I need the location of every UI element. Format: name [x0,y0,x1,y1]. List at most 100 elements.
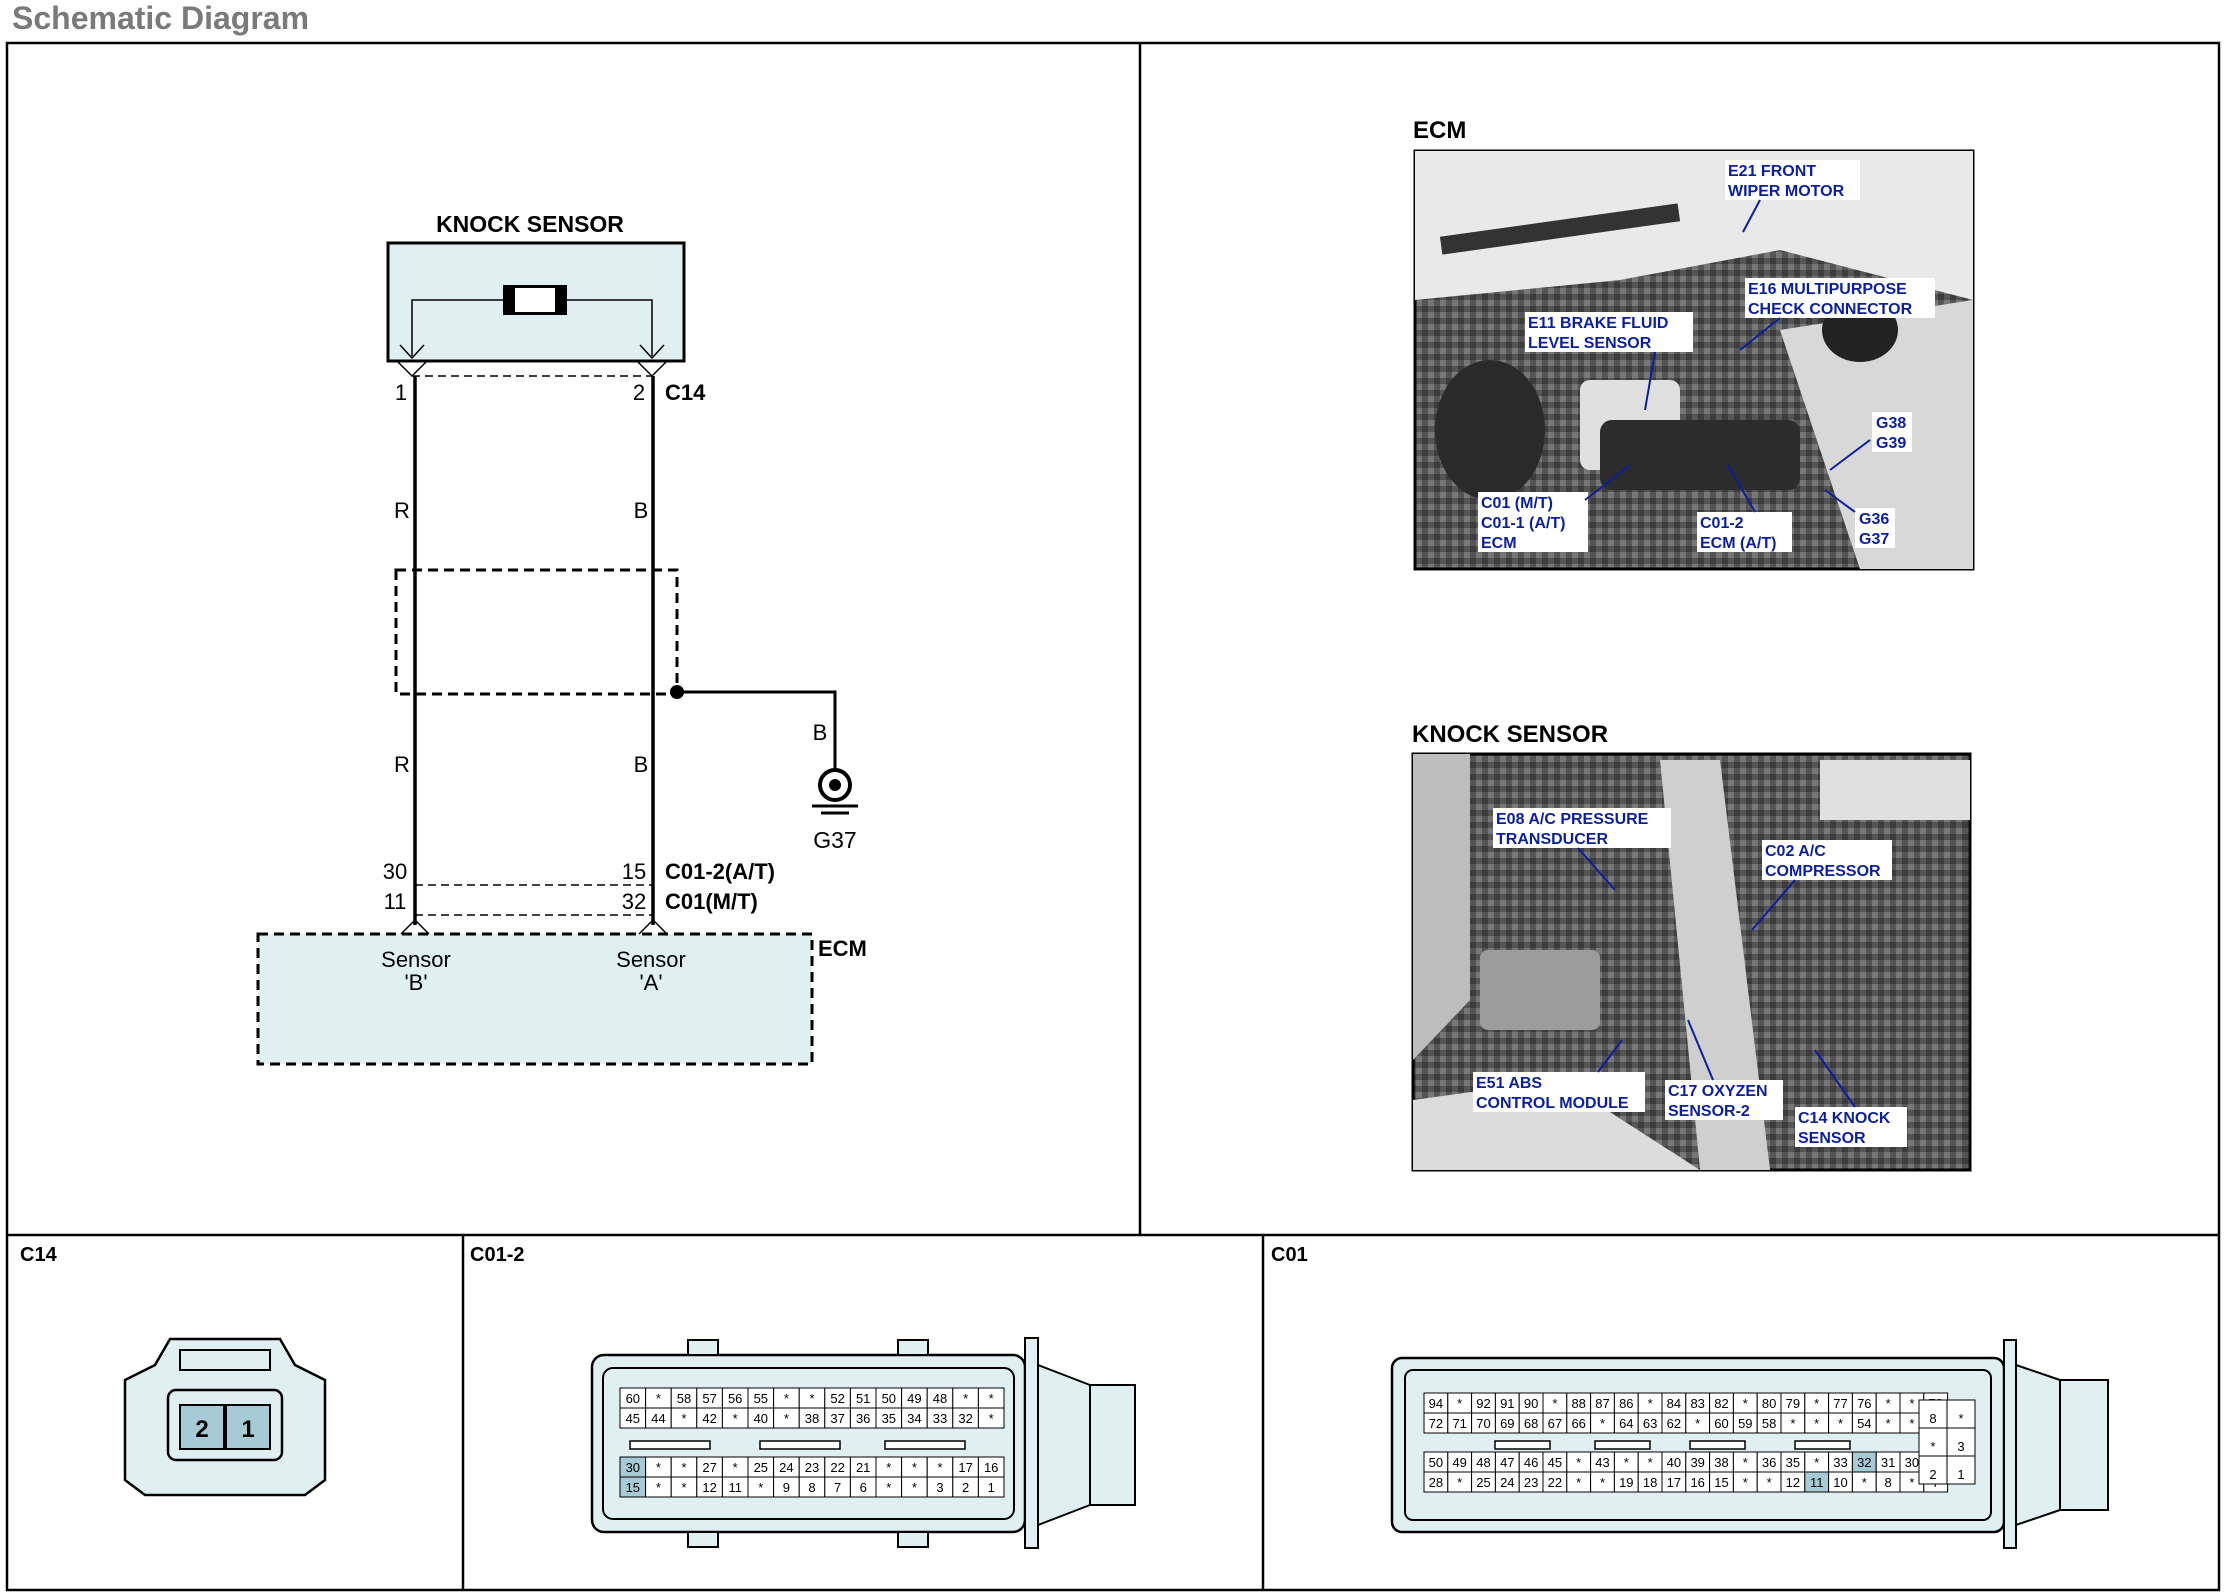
pin-number: 2 [1929,1467,1936,1482]
pin-number: * [989,1411,994,1426]
pin-number: * [681,1411,686,1426]
c14-connector-label: C14 [665,380,706,405]
pin-number: * [1648,1396,1653,1411]
pin-15-label: 15 [622,859,646,884]
ground-label: G37 [813,827,856,853]
c01-pin-grid: 94*929190*888786*848382*8079*7776**73727… [1423,1392,1949,1493]
callout-g39: G39 [1876,435,1906,452]
pin-number: 7 [834,1480,841,1495]
pin-number: 24 [1500,1475,1514,1490]
pin-number: * [1457,1396,1462,1411]
pin-number: 79 [1786,1396,1800,1411]
pin-number: 3 [936,1480,943,1495]
pin-number: * [1909,1475,1914,1490]
pin-number: * [681,1460,686,1475]
pin-number: 67 [1548,1416,1562,1431]
callout-c02-line1: C02 A/C [1765,843,1826,860]
knock-callouts: E08 A/C PRESSURE TRANSDUCER C02 A/C COMP… [1473,808,1907,1147]
pin-number: * [1576,1455,1581,1470]
callout-c01-line2: C01-1 (A/T) [1481,515,1565,532]
pin-number: 82 [1714,1396,1728,1411]
pin-number: 60 [1714,1416,1728,1431]
pin-number: 15 [1714,1475,1728,1490]
c01-2-at-label: C01-2(A/T) [665,859,775,884]
callout-e08-line1: E08 A/C PRESSURE [1496,811,1649,828]
ground-symbol-ring [818,768,852,802]
pin-number: * [1814,1416,1819,1431]
pin-cell [977,1407,1005,1429]
page-title: Schematic Diagram [12,0,310,36]
pin-number: * [733,1460,738,1475]
pin-number: * [681,1480,686,1495]
pin-number: * [1648,1455,1653,1470]
pin-number: 69 [1500,1416,1514,1431]
c14-pin-2-label: 2 [195,1416,208,1443]
pin-number: 17 [958,1460,972,1475]
pin-number: * [809,1391,814,1406]
pin-number: 94 [1429,1396,1443,1411]
pin-1-label: 1 [395,380,407,405]
pin-number: * [1886,1396,1891,1411]
pin-number: 52 [830,1391,844,1406]
pin-number: 62 [1667,1416,1681,1431]
pin-number: * [1862,1475,1867,1490]
wire-color-r-upper: R [394,498,410,523]
pin-number: * [1600,1416,1605,1431]
pin-number: 56 [728,1391,742,1406]
pin-number: * [1600,1475,1605,1490]
pin-number: 68 [1524,1416,1538,1431]
pin-number: 15 [626,1480,640,1495]
c012-panel-label: C01-2 [470,1244,524,1266]
pin-number: * [1457,1475,1462,1490]
callout-c012-line2: ECM (A/T) [1700,535,1776,552]
pin-number: 40 [754,1411,768,1426]
pin-number: 92 [1476,1396,1490,1411]
callout-e21-line1: E21 FRONT [1728,163,1816,180]
pin-number: 11 [1810,1475,1824,1490]
pin-number: 23 [805,1460,819,1475]
pin-number: * [886,1460,891,1475]
pin-number: 40 [1667,1455,1681,1470]
pin-number: 35 [1786,1455,1800,1470]
pin-number: 44 [651,1411,665,1426]
pin-number: * [656,1460,661,1475]
pin-number: 57 [702,1391,716,1406]
pin-number: * [1695,1416,1700,1431]
pin-number: 8 [1929,1411,1936,1426]
pin-number: 45 [1548,1455,1562,1470]
callout-c14-line2: SENSOR [1798,1130,1866,1147]
callout-g38: G38 [1876,415,1906,432]
knock-sensor-location-photo: KNOCK SENSOR E08 A/C PRESSURE TRANSDUCER… [1411,721,1972,1172]
callout-e11-line2: LEVEL SENSOR [1528,335,1652,352]
pin-number: 10 [1833,1475,1847,1490]
pin-number: 27 [702,1460,716,1475]
pin-number: 2 [962,1480,969,1495]
pin-number: 45 [626,1411,640,1426]
pin-number: 22 [830,1460,844,1475]
pin-number: 22 [1548,1475,1562,1490]
pin-number: * [1790,1416,1795,1431]
pin-number: 70 [1476,1416,1490,1431]
pin-number: 36 [856,1411,870,1426]
callout-c012-line1: C01-2 [1700,515,1744,532]
pin-number: * [1552,1396,1557,1411]
pin-number: 1 [988,1480,995,1495]
sensor-a-label-2: 'A' [639,970,662,995]
pin-number: * [1743,1455,1748,1470]
pin-number: * [656,1391,661,1406]
c14-pin-1-label: 1 [241,1416,254,1443]
pin-number: * [1930,1439,1935,1454]
pin-2-label: 2 [633,380,645,405]
pin-32-label: 32 [622,889,646,914]
pin-number: 32 [1857,1455,1871,1470]
pin-number: 83 [1690,1396,1704,1411]
pin-number: * [1576,1475,1581,1490]
pin-number: 49 [907,1391,921,1406]
pin-30-label: 30 [383,859,407,884]
schematic-panel: KNOCK SENSOR 1 2 C14 R B B G37 R B 30 11… [256,211,867,1066]
ground-wire [677,690,837,770]
callout-g36: G36 [1859,511,1889,528]
pin-number: * [1743,1396,1748,1411]
pin-number: 1 [1957,1467,1964,1482]
pin-number: 72 [1429,1416,1443,1431]
